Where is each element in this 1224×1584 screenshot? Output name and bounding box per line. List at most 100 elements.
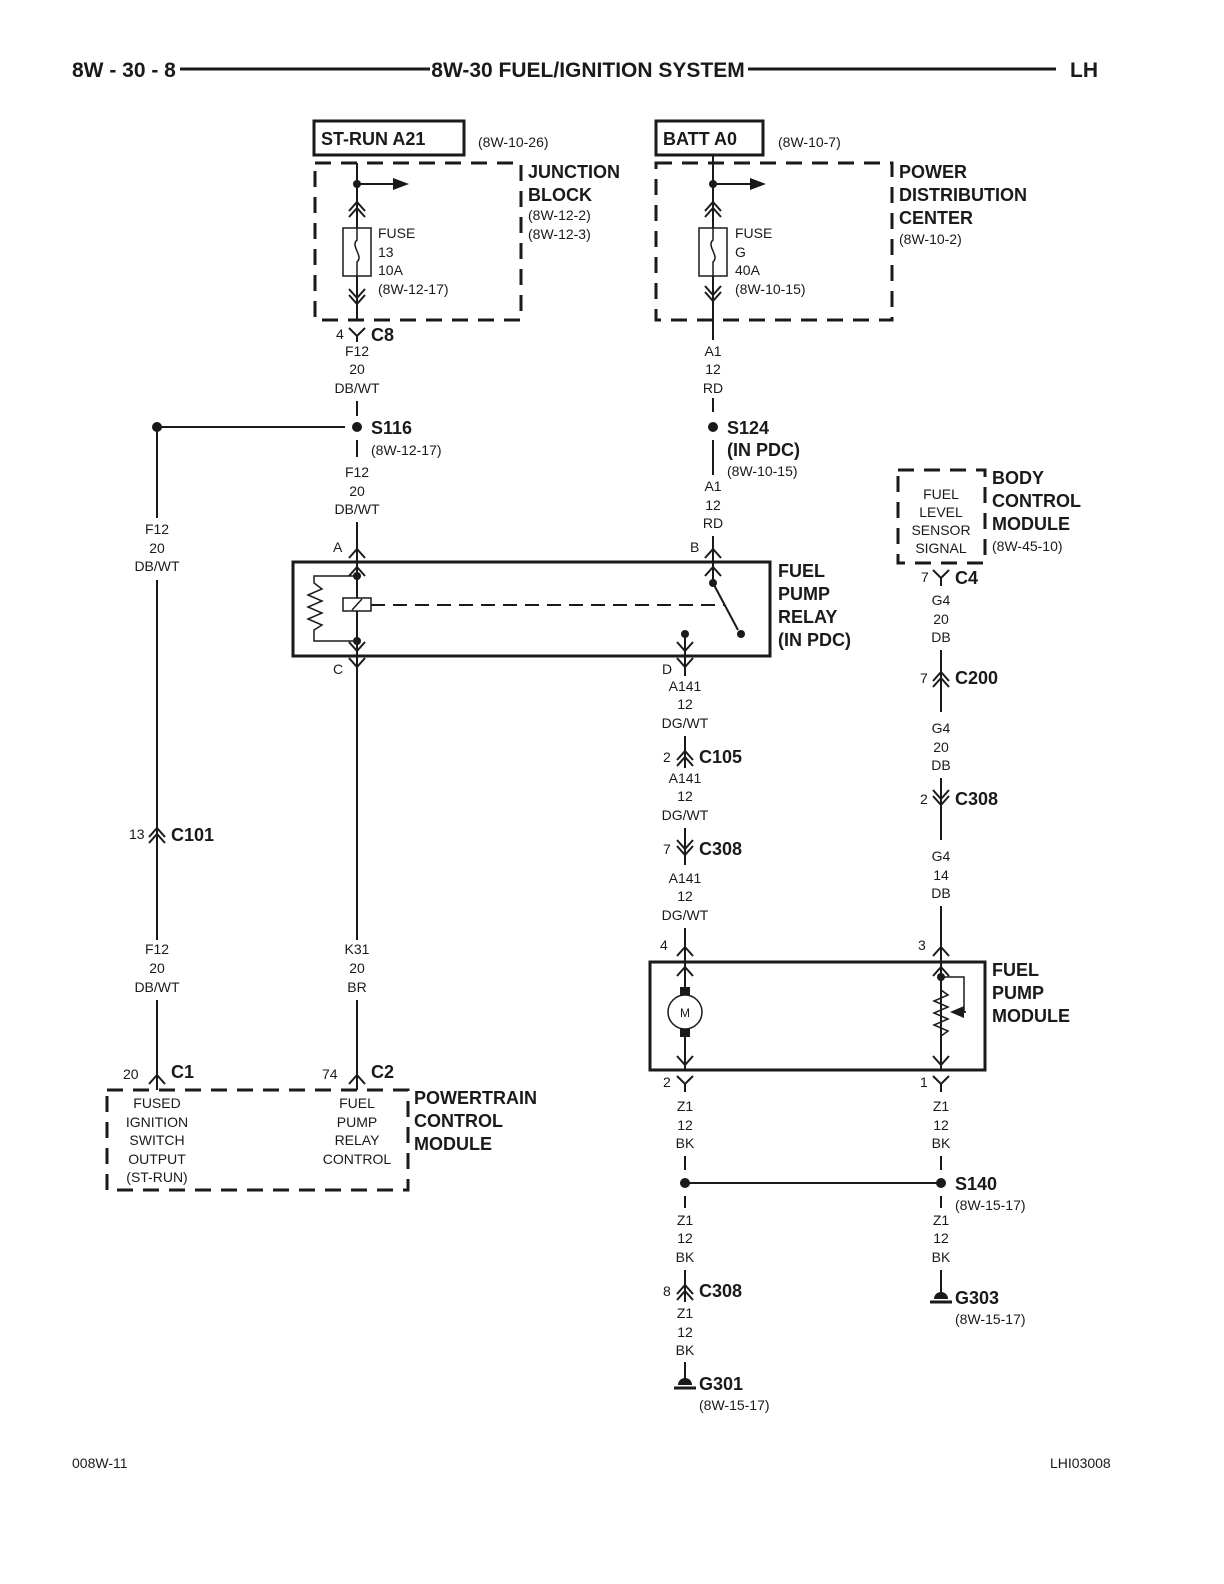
module-pin: 2 <box>663 1074 671 1090</box>
connector-pin: 74 <box>322 1066 338 1082</box>
fuse-number: 13 <box>378 244 394 260</box>
ground-g303: G303 <box>955 1288 999 1308</box>
wire-color: DG/WT <box>662 807 709 823</box>
pcm-pin-desc: PUMP <box>337 1114 377 1130</box>
connector-c101: C101 <box>171 825 214 845</box>
wire-gauge: 20 <box>149 540 165 556</box>
fuse-number: G <box>735 244 746 260</box>
wire-color: RD <box>703 380 723 396</box>
connector-pin: 2 <box>920 791 928 807</box>
ground-icon <box>674 1378 696 1390</box>
wire-code: G4 <box>932 592 951 608</box>
wire-gauge: 12 <box>705 361 721 377</box>
connector-c308: C308 <box>955 789 998 809</box>
wire-gauge: 20 <box>933 739 949 755</box>
sender-resistor-icon <box>932 989 950 1037</box>
circuit-a141: A141 12 DG/WT 2 C105 A141 12 DG/WT 7 C30… <box>660 678 742 962</box>
pcm-pin-desc: SWITCH <box>129 1132 184 1148</box>
footer-code-right: LHI03008 <box>1050 1455 1111 1471</box>
wire-code: F12 <box>145 941 169 957</box>
relay-pin-b: B <box>690 539 699 555</box>
pcm-name: MODULE <box>414 1134 492 1154</box>
powertrain-control-module: POWERTRAIN CONTROL MODULE FUSED IGNITION… <box>105 1088 537 1192</box>
batt-label: BATT A0 <box>663 129 737 149</box>
wire-color: DG/WT <box>662 907 709 923</box>
connector-pin: 7 <box>920 670 928 686</box>
wire-color: DB/WT <box>134 558 180 574</box>
fuse-label: FUSE <box>735 225 772 241</box>
relay-name: PUMP <box>778 584 830 604</box>
module-pin: 4 <box>660 937 668 953</box>
wire-color: DB <box>931 757 950 773</box>
relay-name: RELAY <box>778 607 837 627</box>
wire-color: BR <box>347 979 366 995</box>
resistor-icon <box>306 575 357 642</box>
relay-name: (IN PDC) <box>778 630 851 650</box>
st-run-label: ST-RUN A21 <box>321 129 425 149</box>
wire-gauge: 12 <box>933 1230 949 1246</box>
wire-color: BK <box>676 1249 695 1265</box>
pdc-name: POWER <box>899 162 967 182</box>
connector-pin: 20 <box>123 1066 139 1082</box>
connector-c105: C105 <box>699 747 742 767</box>
wire-color: BK <box>676 1135 695 1151</box>
pcm-pin-desc: IGNITION <box>126 1114 188 1130</box>
wire-color: DB/WT <box>334 380 380 396</box>
bcm-ref: (8W-45-10) <box>992 538 1063 554</box>
fuse-ref: (8W-12-17) <box>378 281 449 297</box>
wire-code: K31 <box>345 941 370 957</box>
wire-color: BK <box>676 1342 695 1358</box>
power-distribution-center: POWER DISTRIBUTION CENTER (8W-10-2) FUSE… <box>654 155 1027 412</box>
wire-code: Z1 <box>677 1212 694 1228</box>
circuit-z1: 2 1 Z1 12 BK Z1 12 BK S140 (8W-15-17) Z1… <box>663 1074 1026 1413</box>
wire-color: DB <box>931 885 950 901</box>
wire-gauge: 20 <box>149 960 165 976</box>
batt-source: BATT A0 (8W-10-7) <box>654 119 841 157</box>
module-pin: 3 <box>918 937 926 953</box>
circuit-f12-left: F12 20 DB/WT 13 C101 F12 20 DB/WT 20 C1 <box>123 422 345 1090</box>
module-name: FUEL <box>992 960 1039 980</box>
wire-gauge: 14 <box>933 867 949 883</box>
bcm-pin-desc: FUEL <box>923 486 959 502</box>
junction-block: JUNCTION BLOCK (8W-12-2) (8W-12-3) FUSE … <box>313 161 620 322</box>
wire-color: DG/WT <box>662 715 709 731</box>
wire-gauge: 20 <box>933 611 949 627</box>
connector-c1: C1 <box>171 1062 194 1082</box>
bcm-pin-desc: SENSOR <box>911 522 970 538</box>
pdc-name: DISTRIBUTION <box>899 185 1027 205</box>
fuse-rating: 10A <box>378 262 404 278</box>
wire-color: DB/WT <box>334 501 380 517</box>
ground-ref: (8W-15-17) <box>699 1397 770 1413</box>
connector-c308: C308 <box>699 1281 742 1301</box>
bcm-pin-desc: LEVEL <box>919 504 963 520</box>
relay-switch-icon <box>712 582 739 631</box>
ground-g301: G301 <box>699 1374 743 1394</box>
fuse-rating: 40A <box>735 262 761 278</box>
page-number: 8W - 30 - 8 <box>72 59 176 82</box>
wire-gauge: 12 <box>677 1117 693 1133</box>
circuit-g4: 7 C4 G4 20 DB 7 C200 G4 20 DB 2 C308 G4 … <box>918 568 998 962</box>
pcm-pin-desc: CONTROL <box>323 1151 392 1167</box>
page-title: 8W-30 FUEL/IGNITION SYSTEM <box>431 59 744 82</box>
fuse-ref: (8W-10-15) <box>735 281 806 297</box>
connector-c308: C308 <box>699 839 742 859</box>
splice-location: (IN PDC) <box>727 440 800 460</box>
footer-code-left: 008W-11 <box>72 1455 128 1471</box>
wire-code: Z1 <box>677 1305 694 1321</box>
pcm-pin-desc: FUEL <box>339 1095 375 1111</box>
wire-code: F12 <box>345 343 369 359</box>
wire-code: F12 <box>145 521 169 537</box>
jb-name: BLOCK <box>528 185 592 205</box>
wire-gauge: 12 <box>933 1117 949 1133</box>
relay-pin-c: C <box>333 661 343 677</box>
wire-gauge: 12 <box>677 1324 693 1340</box>
connector-c2: C2 <box>371 1062 394 1082</box>
fuse-label: FUSE <box>378 225 415 241</box>
wire-gauge: 12 <box>677 788 693 804</box>
wire-gauge: 20 <box>349 361 365 377</box>
module-pin: 1 <box>920 1074 928 1090</box>
wire-code: F12 <box>345 464 369 480</box>
bcm-name: BODY <box>992 468 1044 488</box>
relay-pin-d: D <box>662 661 672 677</box>
